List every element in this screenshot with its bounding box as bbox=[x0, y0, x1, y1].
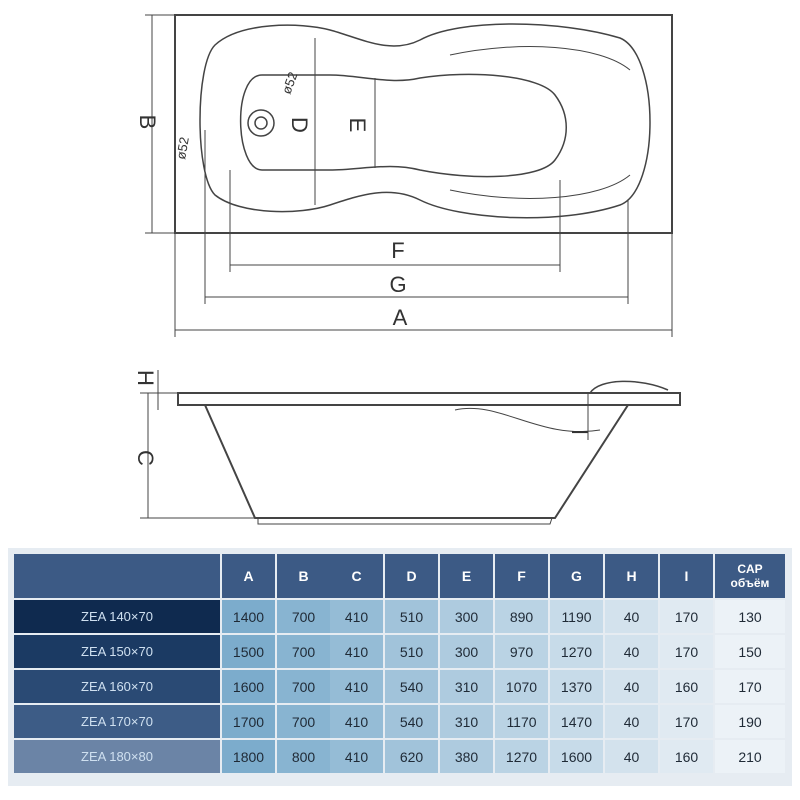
table-cell: 170 bbox=[660, 600, 713, 633]
table-cell: 300 bbox=[440, 635, 493, 668]
model-name: ZEA 150×70 bbox=[14, 635, 220, 668]
table-cell: 1190 bbox=[550, 600, 603, 633]
table-cell: 160 bbox=[660, 670, 713, 703]
table-cell: 800 bbox=[277, 740, 330, 773]
dim-label-d: D bbox=[287, 117, 312, 133]
table-cell: 510 bbox=[385, 600, 438, 633]
dim-label-f: F bbox=[391, 238, 404, 263]
table-cell: 1270 bbox=[550, 635, 603, 668]
dim-label-h: H bbox=[133, 370, 158, 386]
column-header: A bbox=[222, 554, 275, 598]
table-cell: 700 bbox=[277, 635, 330, 668]
model-name: ZEA 180×80 bbox=[14, 740, 220, 773]
table-cell: 890 bbox=[495, 600, 548, 633]
table-cell: 1270 bbox=[495, 740, 548, 773]
drain-icon bbox=[247, 109, 275, 137]
dim-label-c: C bbox=[133, 450, 158, 466]
table-cell: 1600 bbox=[550, 740, 603, 773]
table-cell: 1700 bbox=[222, 705, 275, 738]
column-header: B bbox=[277, 554, 330, 598]
column-header: H bbox=[605, 554, 658, 598]
table-header-blank bbox=[14, 554, 220, 598]
column-header: D bbox=[385, 554, 438, 598]
column-header: F bbox=[495, 554, 548, 598]
model-name: ZEA 170×70 bbox=[14, 705, 220, 738]
table-cell: 1070 bbox=[495, 670, 548, 703]
table-cell: 170 bbox=[660, 635, 713, 668]
model-name: ZEA 160×70 bbox=[14, 670, 220, 703]
column-header: I bbox=[660, 554, 713, 598]
table-cell: 40 bbox=[605, 635, 658, 668]
model-name: ZEA 140×70 bbox=[14, 600, 220, 633]
dim-label-b: B bbox=[135, 115, 160, 130]
dim-label-drain-diameter: ø52 bbox=[279, 70, 301, 96]
table-cell: 300 bbox=[440, 600, 493, 633]
cap-header-line: объём bbox=[730, 576, 770, 590]
table-cell: 410 bbox=[330, 600, 383, 633]
table-cell: 1470 bbox=[550, 705, 603, 738]
table-cell: 410 bbox=[330, 740, 383, 773]
side-view: C H I bbox=[133, 370, 681, 525]
table-cell: 130 bbox=[715, 600, 785, 633]
table-cell: 410 bbox=[330, 670, 383, 703]
table-cell: 310 bbox=[440, 705, 493, 738]
dim-label-g: G bbox=[389, 272, 406, 297]
table-cell: 1500 bbox=[222, 635, 275, 668]
table-cell: 700 bbox=[277, 705, 330, 738]
table-cell: 1800 bbox=[222, 740, 275, 773]
table-cell: 700 bbox=[277, 670, 330, 703]
table-cell: 40 bbox=[605, 670, 658, 703]
table-cell: 40 bbox=[605, 705, 658, 738]
table-cell: 410 bbox=[330, 635, 383, 668]
dim-label-e: E bbox=[345, 118, 370, 133]
table-cell: 1400 bbox=[222, 600, 275, 633]
table-cell: 510 bbox=[385, 635, 438, 668]
table-cell: 150 bbox=[715, 635, 785, 668]
table-cell: 190 bbox=[715, 705, 785, 738]
table-cell: 1600 bbox=[222, 670, 275, 703]
table-cell: 620 bbox=[385, 740, 438, 773]
table-cell: 40 bbox=[605, 740, 658, 773]
column-header: G bbox=[550, 554, 603, 598]
dim-label-overflow-diameter: ø52 bbox=[173, 136, 192, 161]
table-cell: 40 bbox=[605, 600, 658, 633]
table-cell: 170 bbox=[715, 670, 785, 703]
table-cell: 1370 bbox=[550, 670, 603, 703]
table-cell: 540 bbox=[385, 705, 438, 738]
bathtub-technical-drawing: B D E ø52 ø52 F G A C H I bbox=[133, 14, 681, 525]
dim-label-a: A bbox=[393, 305, 408, 330]
table-cell: 170 bbox=[660, 705, 713, 738]
table-cell: 210 bbox=[715, 740, 785, 773]
table-cell: 700 bbox=[277, 600, 330, 633]
cap-header-line: CAP bbox=[737, 562, 763, 576]
table-cell: 380 bbox=[440, 740, 493, 773]
table-cell: 540 bbox=[385, 670, 438, 703]
column-header: E bbox=[440, 554, 493, 598]
dim-label-i: I bbox=[567, 429, 592, 435]
table-cell: 970 bbox=[495, 635, 548, 668]
column-header: C bbox=[330, 554, 383, 598]
table-cell: 160 bbox=[660, 740, 713, 773]
table-cell: 410 bbox=[330, 705, 383, 738]
top-view: B D E ø52 ø52 F G A bbox=[135, 14, 673, 337]
table-cell: 1170 bbox=[495, 705, 548, 738]
table-cell: 310 bbox=[440, 670, 493, 703]
